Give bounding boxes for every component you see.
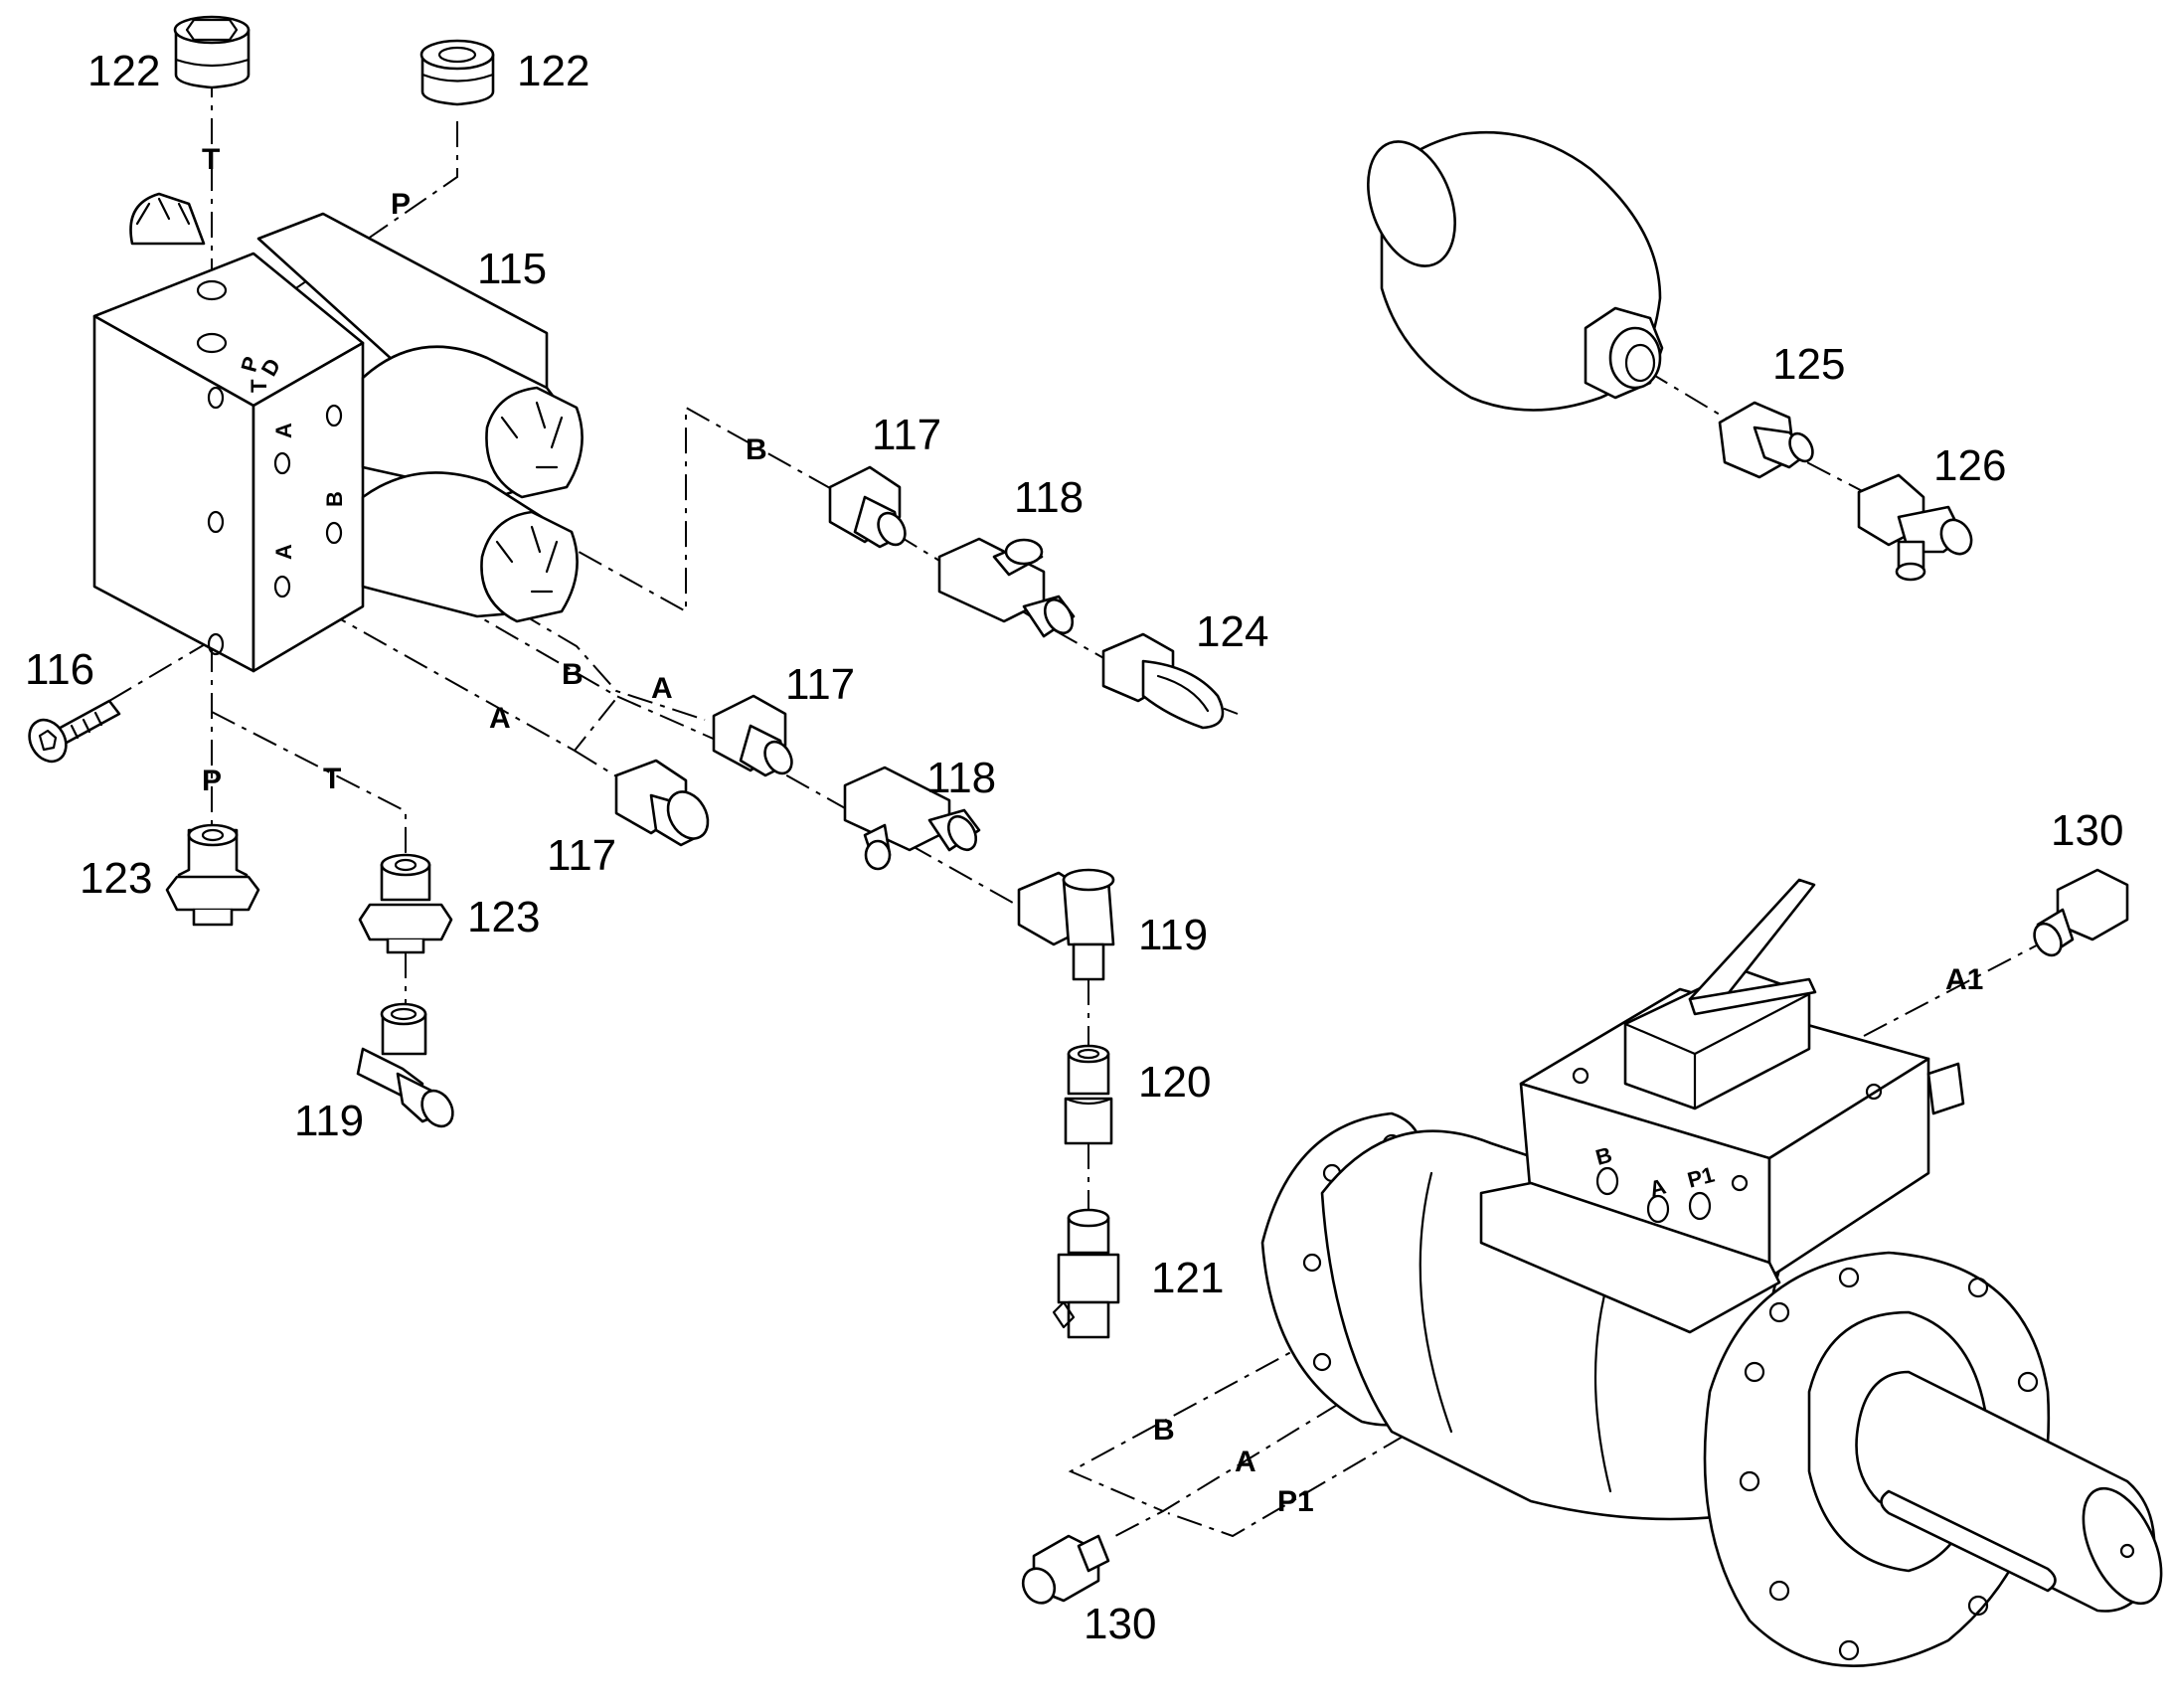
part-number-labels: 122 122 115 116 117 117 117 118 118 119 … — [25, 47, 2123, 1648]
label-125: 125 — [1772, 340, 1845, 389]
tee-119-left-icon — [356, 1002, 454, 1128]
port-T-top: T — [202, 143, 220, 176]
bolt-116-icon — [28, 699, 121, 764]
tee-119-right-icon — [1017, 868, 1115, 981]
label-117-middle: 117 — [785, 660, 855, 709]
tee-118-lower-icon — [843, 766, 981, 871]
label-122-right: 122 — [517, 47, 589, 95]
port-A1: A1 — [1945, 963, 1983, 996]
svg-text:B: B — [1592, 1142, 1614, 1170]
valve-block-115-icon: D T P A A B — [92, 192, 584, 673]
port-A-middle: A — [651, 672, 673, 705]
port-P-top: P — [391, 188, 411, 221]
fitting-125-icon — [1718, 401, 1814, 479]
label-115: 115 — [477, 245, 547, 293]
fitting-130-upper-icon — [2033, 868, 2129, 957]
plug-122-left-icon — [173, 15, 251, 89]
svg-text:A: A — [1647, 1173, 1669, 1201]
port-T-bottom: T — [323, 763, 341, 795]
fitting-123-left-icon — [165, 823, 260, 927]
port-B-motor: B — [1153, 1414, 1175, 1447]
port-A-motor: A — [1235, 1446, 1256, 1478]
label-123-right: 123 — [467, 893, 540, 941]
label-117-upper: 117 — [872, 411, 941, 459]
adapter-120-icon — [1064, 1044, 1113, 1145]
hose-fitting-124-icon — [1101, 632, 1225, 730]
fitting-123-right-icon — [358, 853, 453, 954]
plug-122-right-icon — [419, 39, 495, 106]
label-117-lower: 117 — [547, 831, 616, 880]
svg-text:P: P — [236, 354, 263, 375]
label-124: 124 — [1196, 607, 1268, 656]
fitting-117-upper-icon — [828, 465, 907, 549]
fitting-117-lower-icon — [614, 759, 710, 847]
label-119-left: 119 — [294, 1097, 364, 1145]
label-130-lower: 130 — [1084, 1600, 1156, 1648]
svg-text:A: A — [271, 544, 296, 560]
label-121: 121 — [1151, 1254, 1224, 1302]
svg-text:A: A — [271, 423, 296, 438]
port-letters: T P B B A A P T A1 B A P1 — [202, 143, 1983, 1518]
label-118-upper: 118 — [1014, 473, 1084, 522]
svg-text:B: B — [322, 491, 347, 507]
label-119-right: 119 — [1138, 911, 1208, 959]
label-120: 120 — [1138, 1058, 1211, 1107]
accumulator-icon — [1367, 130, 1664, 412]
svg-text:T: T — [247, 379, 271, 393]
fitting-117-middle-icon — [712, 694, 793, 777]
elbow-126-icon — [1857, 473, 1973, 582]
port-P-bottom: P — [202, 765, 222, 797]
label-122-left: 122 — [87, 47, 160, 95]
port-A-lower: A — [489, 702, 511, 735]
port-P1-motor: P1 — [1277, 1485, 1314, 1518]
label-130-upper: 130 — [2051, 806, 2123, 855]
label-123-left: 123 — [80, 854, 152, 903]
check-valve-121-icon — [1052, 1208, 1120, 1339]
port-B-upper: B — [746, 433, 767, 466]
label-116: 116 — [25, 645, 94, 694]
fitting-130-lower-icon — [1021, 1534, 1110, 1605]
label-118-lower: 118 — [926, 754, 996, 802]
tee-118-upper-icon — [937, 537, 1076, 638]
port-B-middle: B — [562, 658, 584, 691]
label-126: 126 — [1933, 441, 2006, 490]
hydraulic-motor-icon: B A P1 — [1260, 878, 2163, 1668]
